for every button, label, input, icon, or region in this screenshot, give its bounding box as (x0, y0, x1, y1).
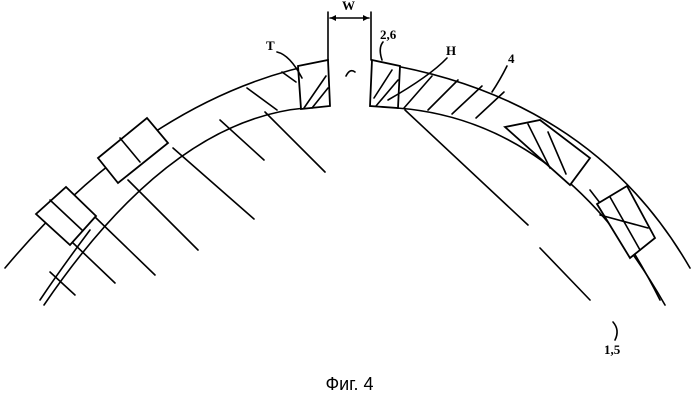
label-4: 4 (508, 51, 515, 66)
label-2-6: 2,6 (380, 27, 397, 42)
label-h: H (446, 43, 456, 58)
figure-caption: Фиг. 4 (0, 374, 699, 395)
label-w: W (342, 0, 355, 13)
outer-arc-left (5, 62, 326, 268)
label-1-5: 1,5 (604, 342, 621, 357)
gap-dimension (328, 12, 371, 76)
ring-blocks (36, 60, 655, 258)
label-t: T (266, 38, 275, 53)
